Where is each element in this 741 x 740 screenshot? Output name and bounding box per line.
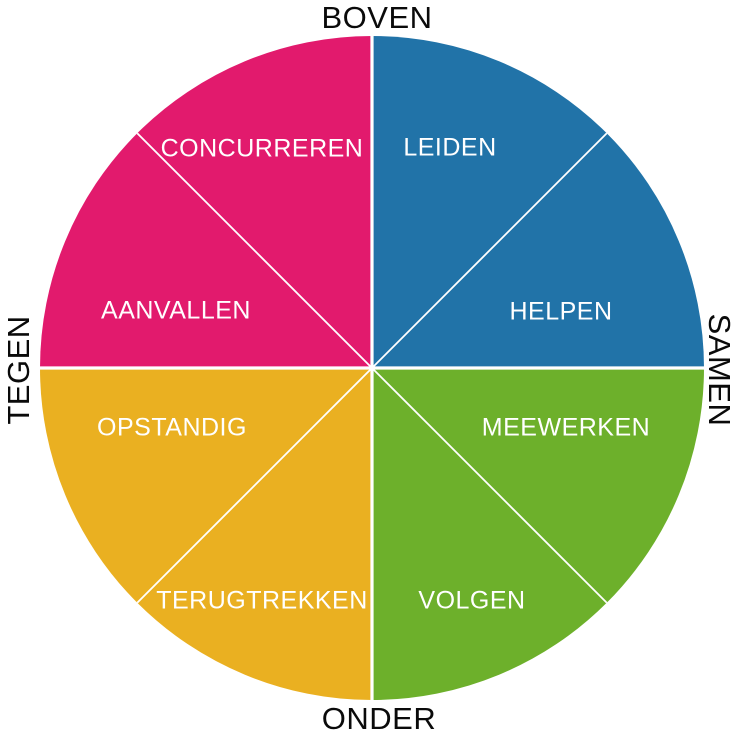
sector-opstandig xyxy=(40,368,372,603)
axis-label-samen: SAMEN xyxy=(702,313,737,427)
sector-label-helpen: HELPEN xyxy=(509,297,613,326)
sector-label-meewerken: MEEWERKEN xyxy=(481,413,651,442)
divider-line-315deg xyxy=(136,132,373,369)
axis-label-onder: ONDER xyxy=(321,701,437,736)
sector-label-volgen: VOLGEN xyxy=(418,586,526,615)
divider-line-225deg xyxy=(136,367,373,604)
divider-line-45deg xyxy=(371,132,608,369)
sector-label-opstandig: OPSTANDIG xyxy=(97,413,247,442)
sector-label-concurreren: CONCURREREN xyxy=(160,134,364,163)
sector-label-leiden: LEIDEN xyxy=(403,133,497,162)
sector-meewerken xyxy=(372,368,704,603)
sector-leiden xyxy=(372,36,607,368)
axis-label-boven: BOVEN xyxy=(321,0,433,35)
sector-aanvallen xyxy=(40,133,372,368)
divider-line-135deg xyxy=(371,367,608,604)
sector-terugtrekken xyxy=(137,368,372,700)
sector-concurreren xyxy=(137,36,372,368)
sector-volgen xyxy=(372,368,607,700)
sector-label-terugtrekken: TERUGTREKKEN xyxy=(156,586,368,615)
sector-helpen xyxy=(372,133,704,368)
axis-label-tegen: TEGEN xyxy=(1,315,36,425)
sector-label-aanvallen: AANVALLEN xyxy=(101,296,251,325)
